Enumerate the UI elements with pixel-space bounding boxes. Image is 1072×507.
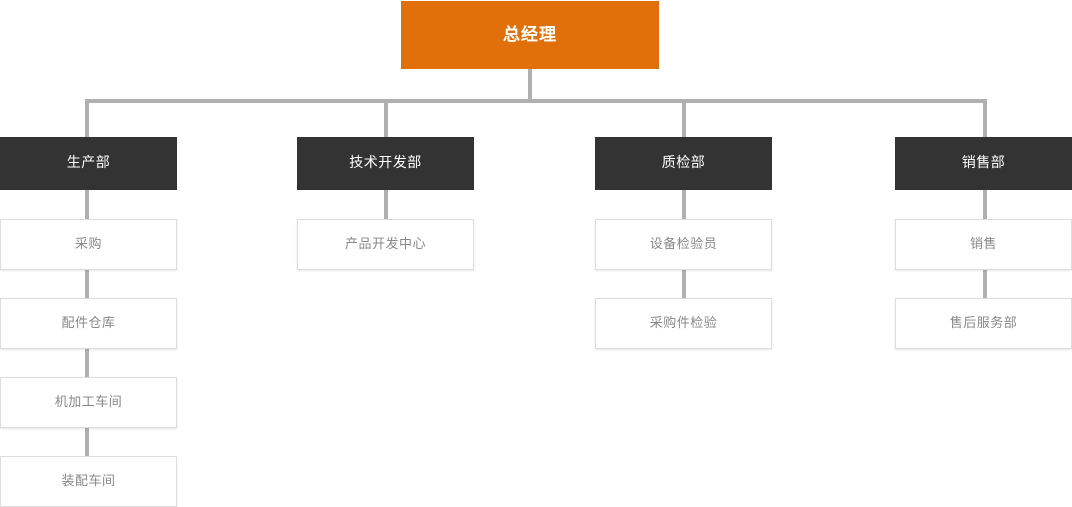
connector-child-2-0-to-2-1 <box>682 269 686 299</box>
connector-dept-3-to-child-0 <box>983 189 987 219</box>
node-leaf-machining-workshop[interactable]: 机加工车间 <box>0 377 177 428</box>
connector-dept-1-to-child-0 <box>384 189 388 219</box>
node-dept-quality-inspection[interactable]: 质检部 <box>595 137 772 190</box>
connector-child-0-0-to-0-1 <box>85 269 89 299</box>
node-leaf-product-development-center[interactable]: 产品开发中心 <box>297 219 474 270</box>
connector-horizontal-bus <box>85 99 987 103</box>
connector-bus-to-dept-3 <box>983 99 987 137</box>
connector-child-3-0-to-3-1 <box>983 269 987 299</box>
node-dept-production[interactable]: 生产部 <box>0 137 177 190</box>
node-leaf-sales[interactable]: 销售 <box>895 219 1072 270</box>
node-dept-sales[interactable]: 销售部 <box>895 137 1072 190</box>
node-leaf-assembly-workshop[interactable]: 装配车间 <box>0 456 177 507</box>
node-leaf-parts-warehouse[interactable]: 配件仓库 <box>0 298 177 349</box>
node-leaf-procurement[interactable]: 采购 <box>0 219 177 270</box>
connector-child-0-2-to-0-3 <box>85 427 89 457</box>
node-dept-technology-development[interactable]: 技术开发部 <box>297 137 474 190</box>
connector-root-down <box>528 69 532 102</box>
connector-bus-to-dept-0 <box>85 99 89 137</box>
connector-child-0-1-to-0-2 <box>85 348 89 378</box>
node-leaf-equipment-inspector[interactable]: 设备检验员 <box>595 219 772 270</box>
connector-bus-to-dept-1 <box>384 99 388 137</box>
connector-bus-to-dept-2 <box>682 99 686 137</box>
node-root-general-manager[interactable]: 总经理 <box>401 1 659 69</box>
connector-dept-2-to-child-0 <box>682 189 686 219</box>
node-leaf-purchased-parts-inspection[interactable]: 采购件检验 <box>595 298 772 349</box>
node-leaf-after-sales-service[interactable]: 售后服务部 <box>895 298 1072 349</box>
connector-dept-0-to-child-0 <box>85 189 89 219</box>
